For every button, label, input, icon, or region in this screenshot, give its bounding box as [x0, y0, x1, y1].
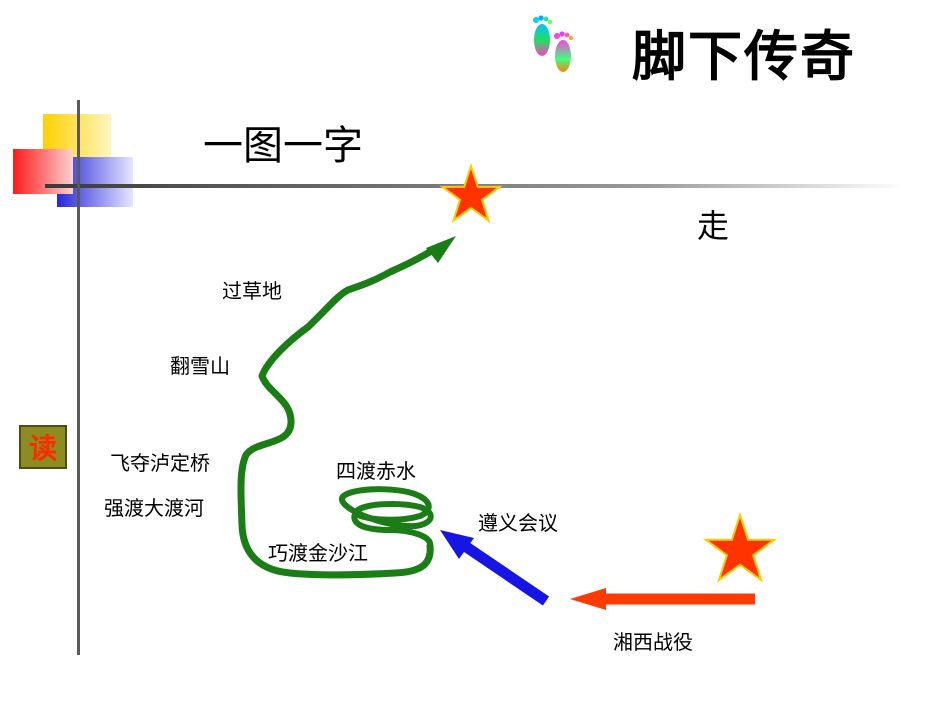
- label-qiaodu: 巧渡金沙江: [268, 541, 368, 565]
- label-feiduo: 飞夺泸定桥: [110, 451, 210, 475]
- star-start: [702, 511, 778, 583]
- arrow-xiangxi: [570, 588, 755, 610]
- label-sidu: 四渡赤水: [336, 459, 416, 483]
- label-fanxue: 翻雪山: [170, 354, 230, 378]
- read-badge-label: 读: [28, 432, 57, 465]
- label-qiangdu: 强渡大渡河: [104, 496, 204, 520]
- page-title: 脚下传奇: [632, 24, 856, 88]
- keyword-label: 走: [697, 207, 730, 245]
- march-path: [237, 242, 444, 579]
- arrow-zunyi: [440, 530, 550, 606]
- chishui-loops: [339, 486, 434, 549]
- vertical-rule: [77, 100, 80, 655]
- label-xiangxi: 湘西战役: [613, 630, 693, 654]
- label-zunyi: 遵义会议: [478, 511, 558, 535]
- label-guocao: 过草地: [222, 279, 282, 303]
- read-badge[interactable]: 读: [19, 425, 67, 469]
- subtitle: 一图一字: [203, 123, 363, 169]
- star-top: [439, 162, 503, 224]
- footprints-icon: [527, 10, 579, 78]
- march-arrowhead: [426, 236, 456, 263]
